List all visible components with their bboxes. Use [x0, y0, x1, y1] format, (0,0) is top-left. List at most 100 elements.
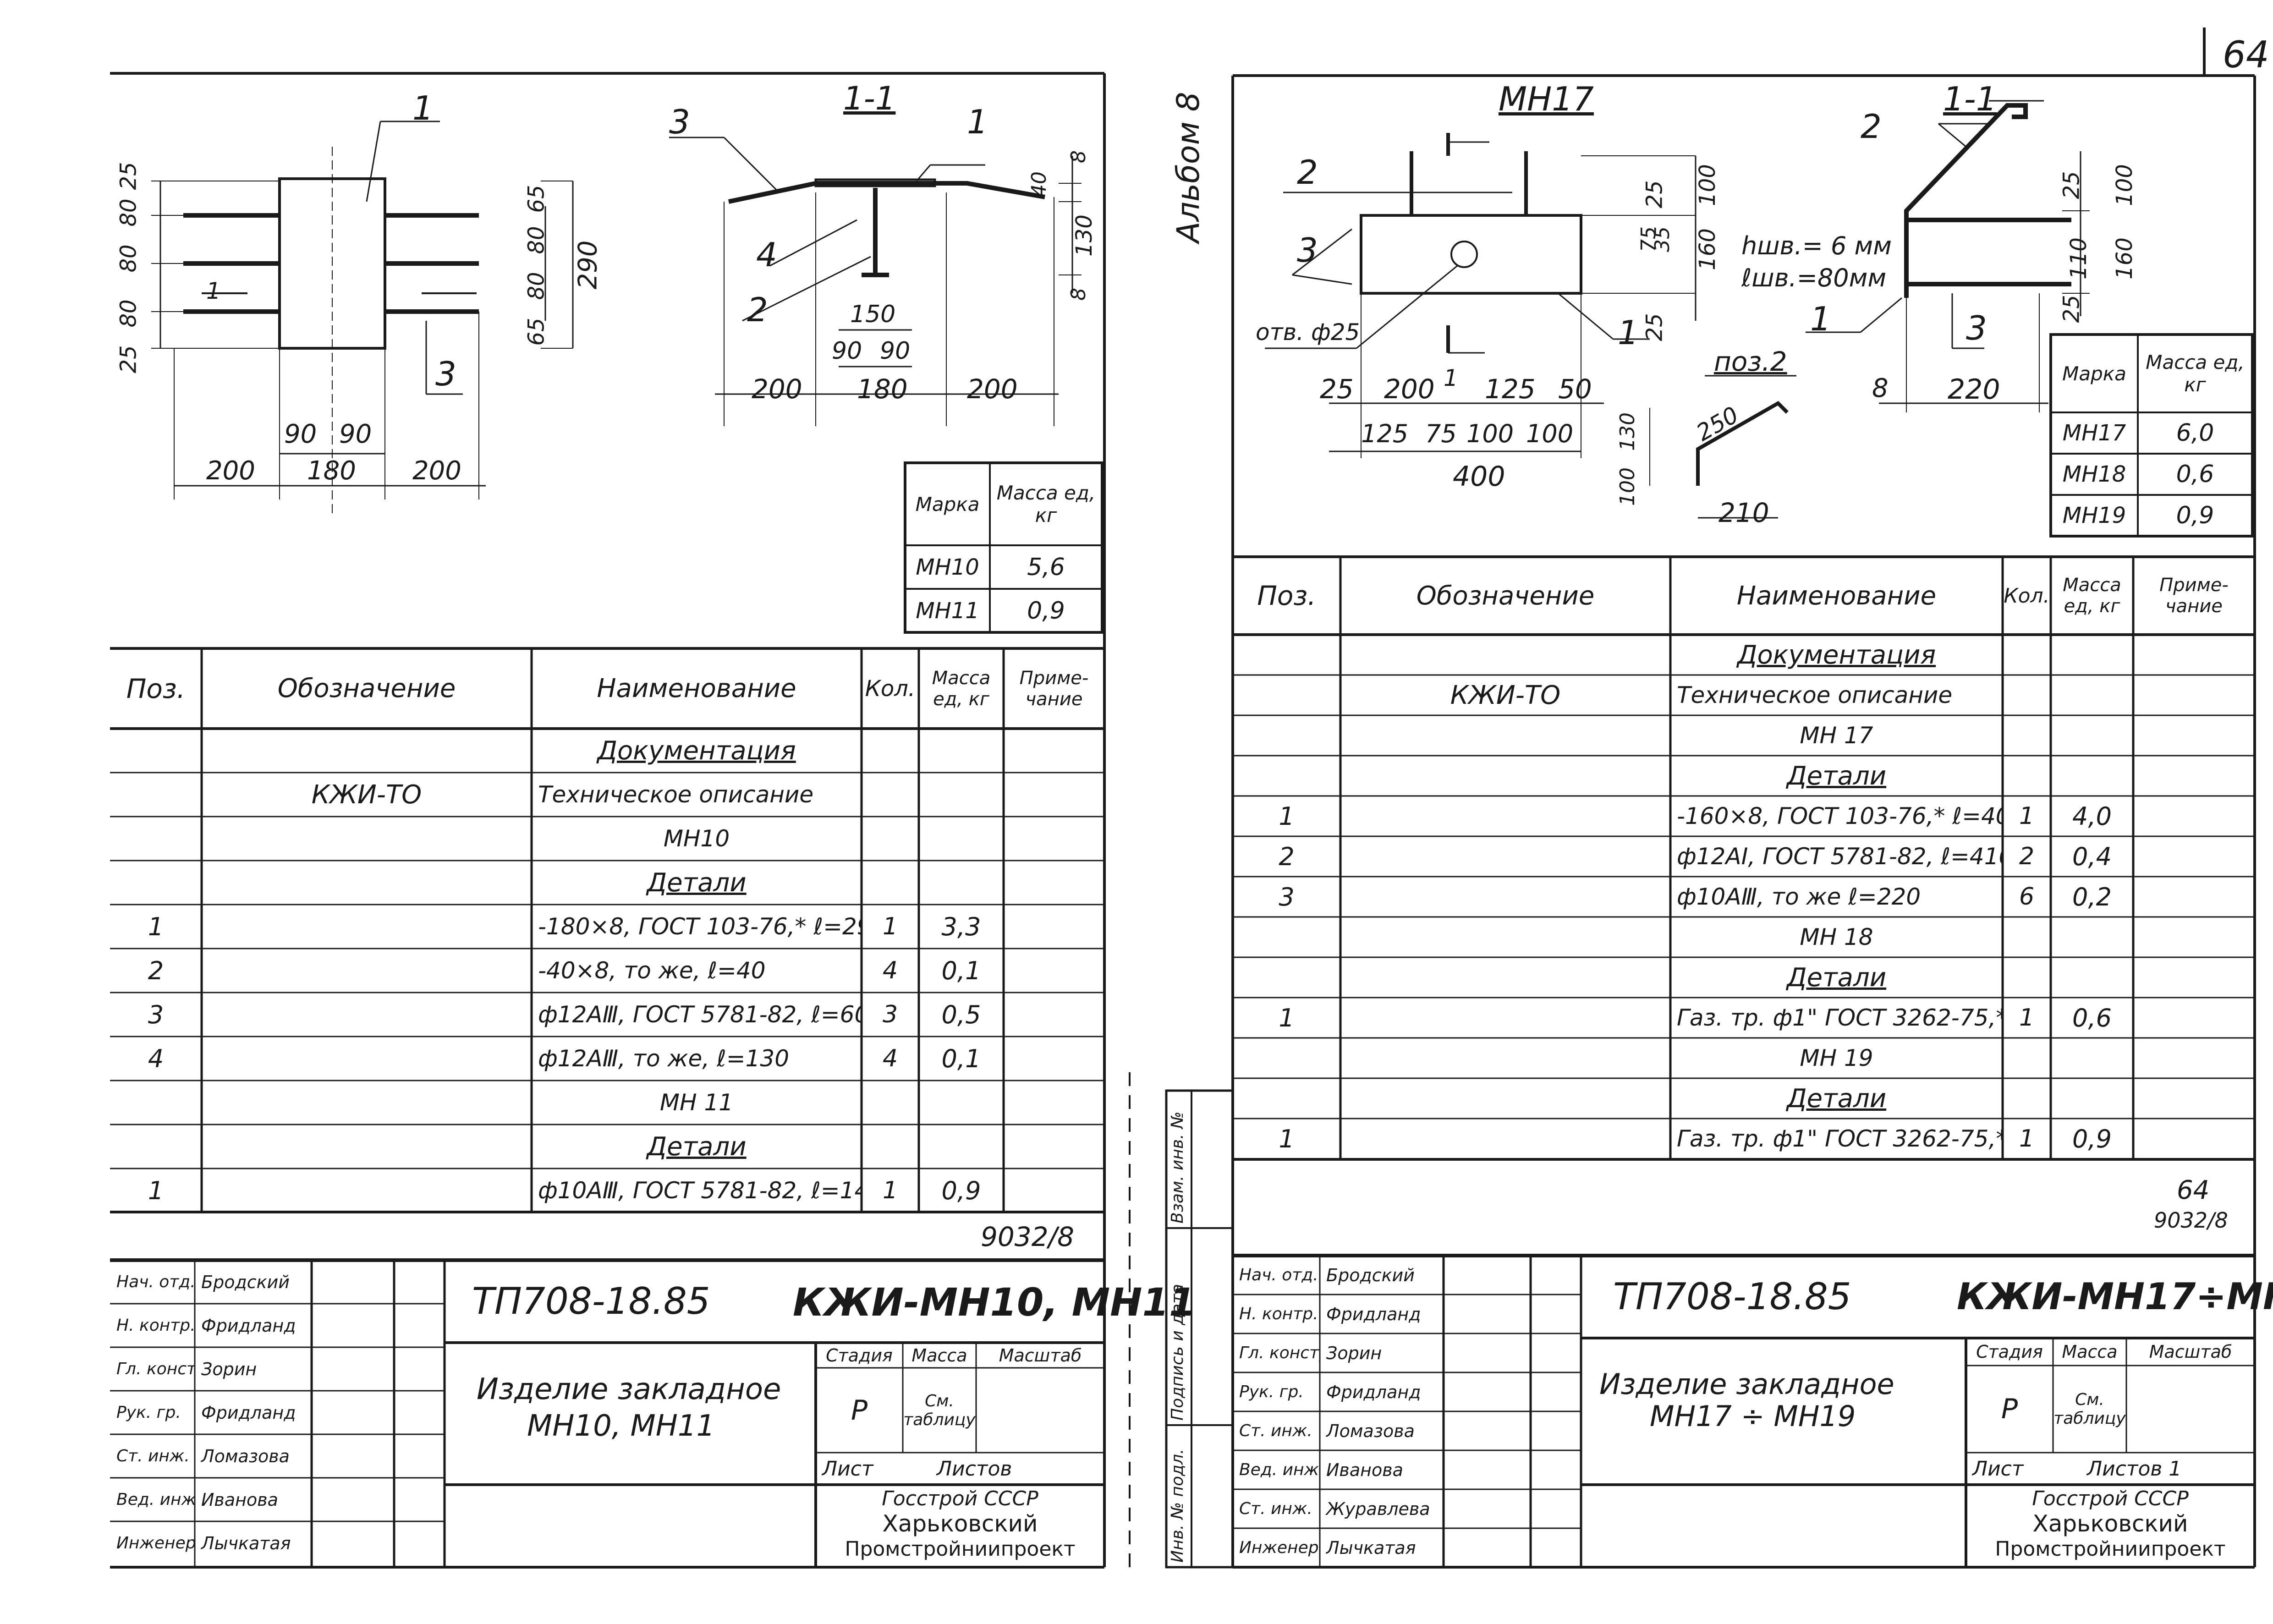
- sec-dim-1: 8: [1067, 150, 1090, 163]
- left-spec-row-pos: [110, 861, 202, 905]
- right-org-1: Госстрой СССР: [2032, 1487, 2189, 1510]
- right-spec-row-qty: [2003, 635, 2051, 675]
- left-mass-row1-mark: МН10: [916, 554, 979, 580]
- left-spec-row-code: [202, 1037, 532, 1081]
- right-spec-row-note: [2133, 998, 2255, 1038]
- left-spec-row-code: [202, 905, 532, 949]
- pos2-dim-3: 130: [1615, 412, 1639, 451]
- right-person-name: Фридланд: [1326, 1382, 1421, 1402]
- rp-dim-1: 25: [1642, 180, 1668, 208]
- right-spec-row-note: [2133, 796, 2255, 836]
- rp-bm-3: 100: [1466, 419, 1514, 448]
- right-title-1: Изделие закладное: [1599, 1367, 1894, 1401]
- dim-bottom-inner-1: 90: [284, 419, 317, 449]
- dim-left-3: 80: [115, 244, 142, 273]
- left-spec-row-name: МН10: [663, 825, 730, 852]
- right-project: ТП708-18.85: [1613, 1275, 1851, 1318]
- right-spec-row-name: Газ. тр. ф1" ГОСТ 3262-75,* ℓ=380: [1677, 1125, 2003, 1152]
- right-spec-row-code: [1340, 796, 1670, 836]
- right-spec-row-pos: [1233, 917, 1340, 957]
- right-spec-row-note: [2133, 957, 2255, 998]
- right-spec-row-qty: [2003, 1078, 2051, 1119]
- left-person-role: Гл. констр.: [116, 1360, 195, 1378]
- right-spec-row-note: [2133, 715, 2255, 756]
- right-spec-row-mass: 4,0: [2072, 801, 2112, 831]
- left-person-name: Ломазова: [201, 1446, 290, 1466]
- left-spec-row-mass: [919, 1125, 1004, 1169]
- right-person-name: Ломазова: [1326, 1421, 1415, 1441]
- right-spec-row-name: Документация: [1737, 640, 1936, 670]
- right-spec-row-pos: [1233, 1038, 1340, 1078]
- left-person-name: Бродский: [201, 1272, 290, 1292]
- dim-left-2: 80: [115, 198, 142, 227]
- left-spec-row-qty: [862, 817, 919, 861]
- right-spec-row-qty: [2003, 756, 2051, 796]
- left-spec-row-note: [1004, 729, 1104, 773]
- left-spec-h-code: Обозначение: [277, 674, 456, 703]
- left-spec-row-name: -180×8, ГОСТ 103-76,* ℓ=290: [538, 913, 862, 940]
- right-spec-row-code: [1340, 635, 1670, 675]
- left-spec-row-name: Детали: [647, 1131, 747, 1162]
- right-section-label: 1-1: [1943, 80, 1997, 118]
- right-spec-row-mass: 0,9: [2072, 1124, 2112, 1153]
- right-spec-row-code: [1340, 836, 1670, 877]
- left-spec-row-note: [1004, 817, 1104, 861]
- right-spec-row-pos: 3: [1279, 882, 1295, 911]
- right-mass-row2-mark: МН18: [2062, 461, 2126, 487]
- left-spec-row-code: КЖИ-ТО: [311, 779, 422, 810]
- left-spec-row-mass: 0,9: [941, 1176, 981, 1205]
- left-spec-h-name: Наименование: [597, 674, 796, 703]
- right-sec-callout-1: 1: [1810, 300, 1831, 338]
- right-person-role: Вед. инж.: [1239, 1460, 1320, 1479]
- left-spec-row-code: [202, 1169, 532, 1213]
- right-spec-row-mass: [2051, 1038, 2133, 1078]
- left-mass-row1-mass: 5,6: [1027, 553, 1065, 581]
- left-spec-row-mass: [919, 817, 1004, 861]
- right-sheet-label: Лист: [1972, 1457, 2024, 1481]
- right-spec-row-code: КЖИ-ТО: [1450, 680, 1561, 710]
- right-person-name: Иванова: [1326, 1459, 1403, 1480]
- rp-bm-4: 100: [1526, 419, 1574, 448]
- left-spec-row-note: [1004, 1169, 1104, 1213]
- right-person-role: Гл. констр.: [1239, 1344, 1320, 1362]
- left-spec-row-name: -40×8, то же, ℓ=40: [538, 957, 766, 984]
- left-spec-row-note: [1004, 993, 1104, 1037]
- left-spec-row-name: ф10АⅢ, ГОСТ 5781-82, ℓ=1450: [538, 1177, 862, 1204]
- right-plan-label: МН17: [1499, 80, 1594, 118]
- right-spec-row-code: [1340, 1119, 1670, 1159]
- right-mass-row1-mark: МН17: [2062, 420, 2126, 446]
- right-spec-row-pos: [1233, 715, 1340, 756]
- left-person-name: Зорин: [201, 1359, 257, 1379]
- sec-dim-bo-1: 200: [752, 373, 802, 405]
- left-spec-row-mass: [919, 773, 1004, 817]
- left-person-role: Ст. инж.: [116, 1447, 190, 1465]
- left-spec-row-qty: 1: [882, 1177, 898, 1204]
- right-spec-row-qty: 6: [2019, 883, 2035, 911]
- dim-right-1: 65: [523, 185, 549, 213]
- left-spec-row-name: МН 11: [659, 1089, 734, 1116]
- left-person-name: Иванова: [201, 1489, 278, 1510]
- left-spec-row-name: Техническое описание: [538, 781, 814, 808]
- right-spec-row-mass: [2051, 756, 2133, 796]
- right-stage-h: Стадия: [1976, 1342, 2043, 1362]
- right-person-name: Зорин: [1326, 1343, 1382, 1363]
- left-person-name: Фридланд: [201, 1315, 296, 1336]
- left-spec-row-pos: 4: [148, 1044, 164, 1073]
- right-mass-header-mass: Масса ед, кг: [2146, 351, 2245, 396]
- left-spec-row-qty: [862, 861, 919, 905]
- right-spec-row-pos: [1233, 675, 1340, 715]
- right-inventory-page: 64: [2177, 1175, 2210, 1205]
- left-spec-row-pos: [110, 1125, 202, 1169]
- left-spec-row-note: [1004, 949, 1104, 993]
- right-spec-row-code: [1340, 877, 1670, 917]
- dim-right-4: 65: [523, 318, 549, 346]
- rp-dim-5: 160: [1694, 228, 1720, 270]
- right-spec-row-code: [1340, 1078, 1670, 1119]
- right-spec-row-note: [2133, 836, 2255, 877]
- rp-bt-5: 50: [1558, 373, 1592, 405]
- right-stage: Р: [2001, 1393, 2018, 1425]
- left-spec-row-note: [1004, 1081, 1104, 1125]
- left-section-label: 1-1: [843, 80, 896, 117]
- right-spec-row-name: -160×8, ГОСТ 103-76,* ℓ=400: [1677, 803, 2003, 829]
- right-weld-h: hшв.= 6 мм: [1741, 231, 1892, 260]
